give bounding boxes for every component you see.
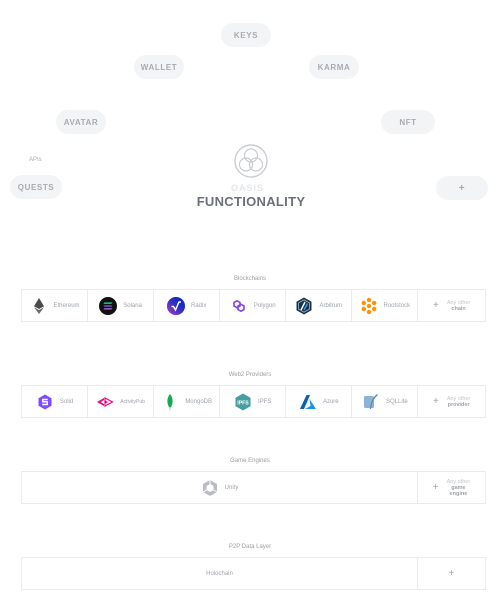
provider-activitypub[interactable]: ActivityPub bbox=[88, 386, 155, 417]
blockchains-row: Ethereum Solana Radix Polygon bbox=[21, 289, 486, 322]
polygon-icon bbox=[233, 299, 245, 312]
azure-icon bbox=[299, 394, 316, 409]
plus-icon: + bbox=[433, 396, 439, 407]
provider-mongodb[interactable]: MongoDB bbox=[154, 386, 221, 417]
plus-icon: + bbox=[448, 568, 455, 579]
pill-nft[interactable]: NFT bbox=[381, 110, 435, 134]
add-p2p-cell[interactable]: + bbox=[418, 558, 485, 589]
provider-ipfs[interactable]: IPFS IPFS bbox=[220, 386, 287, 417]
pill-quests[interactable]: QUESTS bbox=[10, 175, 62, 199]
web2-row: Solid ActivityPub MongoDB IPFS IPFS Azur… bbox=[21, 385, 486, 418]
blockchains-title: Blockchains bbox=[233, 276, 266, 282]
engines-title: Game Engines bbox=[230, 458, 270, 464]
ipfs-icon: IPFS bbox=[235, 393, 251, 410]
provider-label: SQLLite bbox=[386, 398, 408, 405]
functionality-title: FUNCTIONALITY bbox=[196, 194, 306, 209]
web2-title: Web2 Providers bbox=[228, 372, 272, 378]
provider-label: Ethereum bbox=[53, 302, 80, 309]
provider-polygon[interactable]: Polygon bbox=[220, 290, 287, 321]
apis-label: APIs bbox=[29, 157, 42, 163]
provider-label: Solid bbox=[59, 398, 74, 405]
arbitrum-icon bbox=[296, 297, 312, 314]
oasis-logo-icon bbox=[234, 144, 268, 178]
provider-label: Arbitrum bbox=[319, 302, 343, 309]
engine-unity[interactable]: Unity bbox=[22, 472, 418, 503]
rootstock-icon bbox=[361, 297, 376, 314]
provider-label: Solana bbox=[123, 302, 142, 309]
provider-solana[interactable]: Solana bbox=[88, 290, 155, 321]
add-chain-cell[interactable]: + Any other chain bbox=[418, 290, 485, 321]
solid-icon bbox=[38, 394, 52, 409]
provider-label: Azure bbox=[322, 398, 339, 405]
provider-ethereum[interactable]: Ethereum bbox=[22, 290, 89, 321]
mongodb-icon bbox=[167, 393, 173, 410]
provider-label: IPFS bbox=[258, 398, 272, 405]
plus-icon: + bbox=[433, 300, 439, 311]
ethereum-icon bbox=[33, 297, 44, 314]
provider-rootstock[interactable]: Rootstock bbox=[352, 290, 419, 321]
provider-label: Radix bbox=[190, 302, 207, 309]
pill-add[interactable]: + bbox=[436, 176, 488, 200]
radix-icon bbox=[166, 296, 185, 315]
p2p-title: P2P Data Layer bbox=[228, 544, 272, 550]
pill-karma[interactable]: KARMA bbox=[309, 55, 359, 79]
p2p-row: Holochain + bbox=[21, 557, 486, 590]
provider-label: ActivityPub bbox=[120, 398, 145, 405]
provider-label: Holochain bbox=[206, 570, 233, 577]
provider-label: MongoDB bbox=[185, 398, 212, 405]
provider-azure[interactable]: Azure bbox=[286, 386, 353, 417]
add-provider-cell[interactable]: + Any other provider bbox=[418, 386, 485, 417]
pill-wallet[interactable]: WALLET bbox=[134, 55, 184, 79]
provider-radix[interactable]: Radix bbox=[154, 290, 221, 321]
add-engine-cell[interactable]: + Any other game engine bbox=[418, 472, 485, 503]
provider-arbitrum[interactable]: Arbitrum bbox=[286, 290, 353, 321]
faded-oasis-text: OASIS bbox=[231, 183, 265, 193]
p2p-holochain[interactable]: Holochain bbox=[22, 558, 418, 589]
unity-icon bbox=[202, 479, 217, 496]
pill-avatar[interactable]: AVATAR bbox=[56, 110, 106, 134]
any-other-engine: Any other game engine bbox=[446, 478, 471, 497]
solana-icon bbox=[99, 296, 118, 315]
any-other-provider: Any other provider bbox=[446, 395, 471, 408]
engines-row: Unity + Any other game engine bbox=[21, 471, 486, 504]
pill-keys[interactable]: KEYS bbox=[221, 23, 271, 47]
activitypub-icon bbox=[97, 396, 114, 407]
provider-sqllite[interactable]: SQLLite bbox=[352, 386, 419, 417]
provider-solid[interactable]: Solid bbox=[22, 386, 89, 417]
sqllite-icon bbox=[364, 393, 378, 409]
any-other-chain: Any other chain bbox=[446, 299, 471, 312]
provider-label: Rootstock bbox=[383, 302, 411, 309]
plus-icon: + bbox=[432, 482, 439, 493]
provider-label: Polygon bbox=[253, 302, 276, 309]
svg-text:IPFS: IPFS bbox=[237, 400, 249, 406]
provider-label: Unity bbox=[224, 484, 239, 491]
